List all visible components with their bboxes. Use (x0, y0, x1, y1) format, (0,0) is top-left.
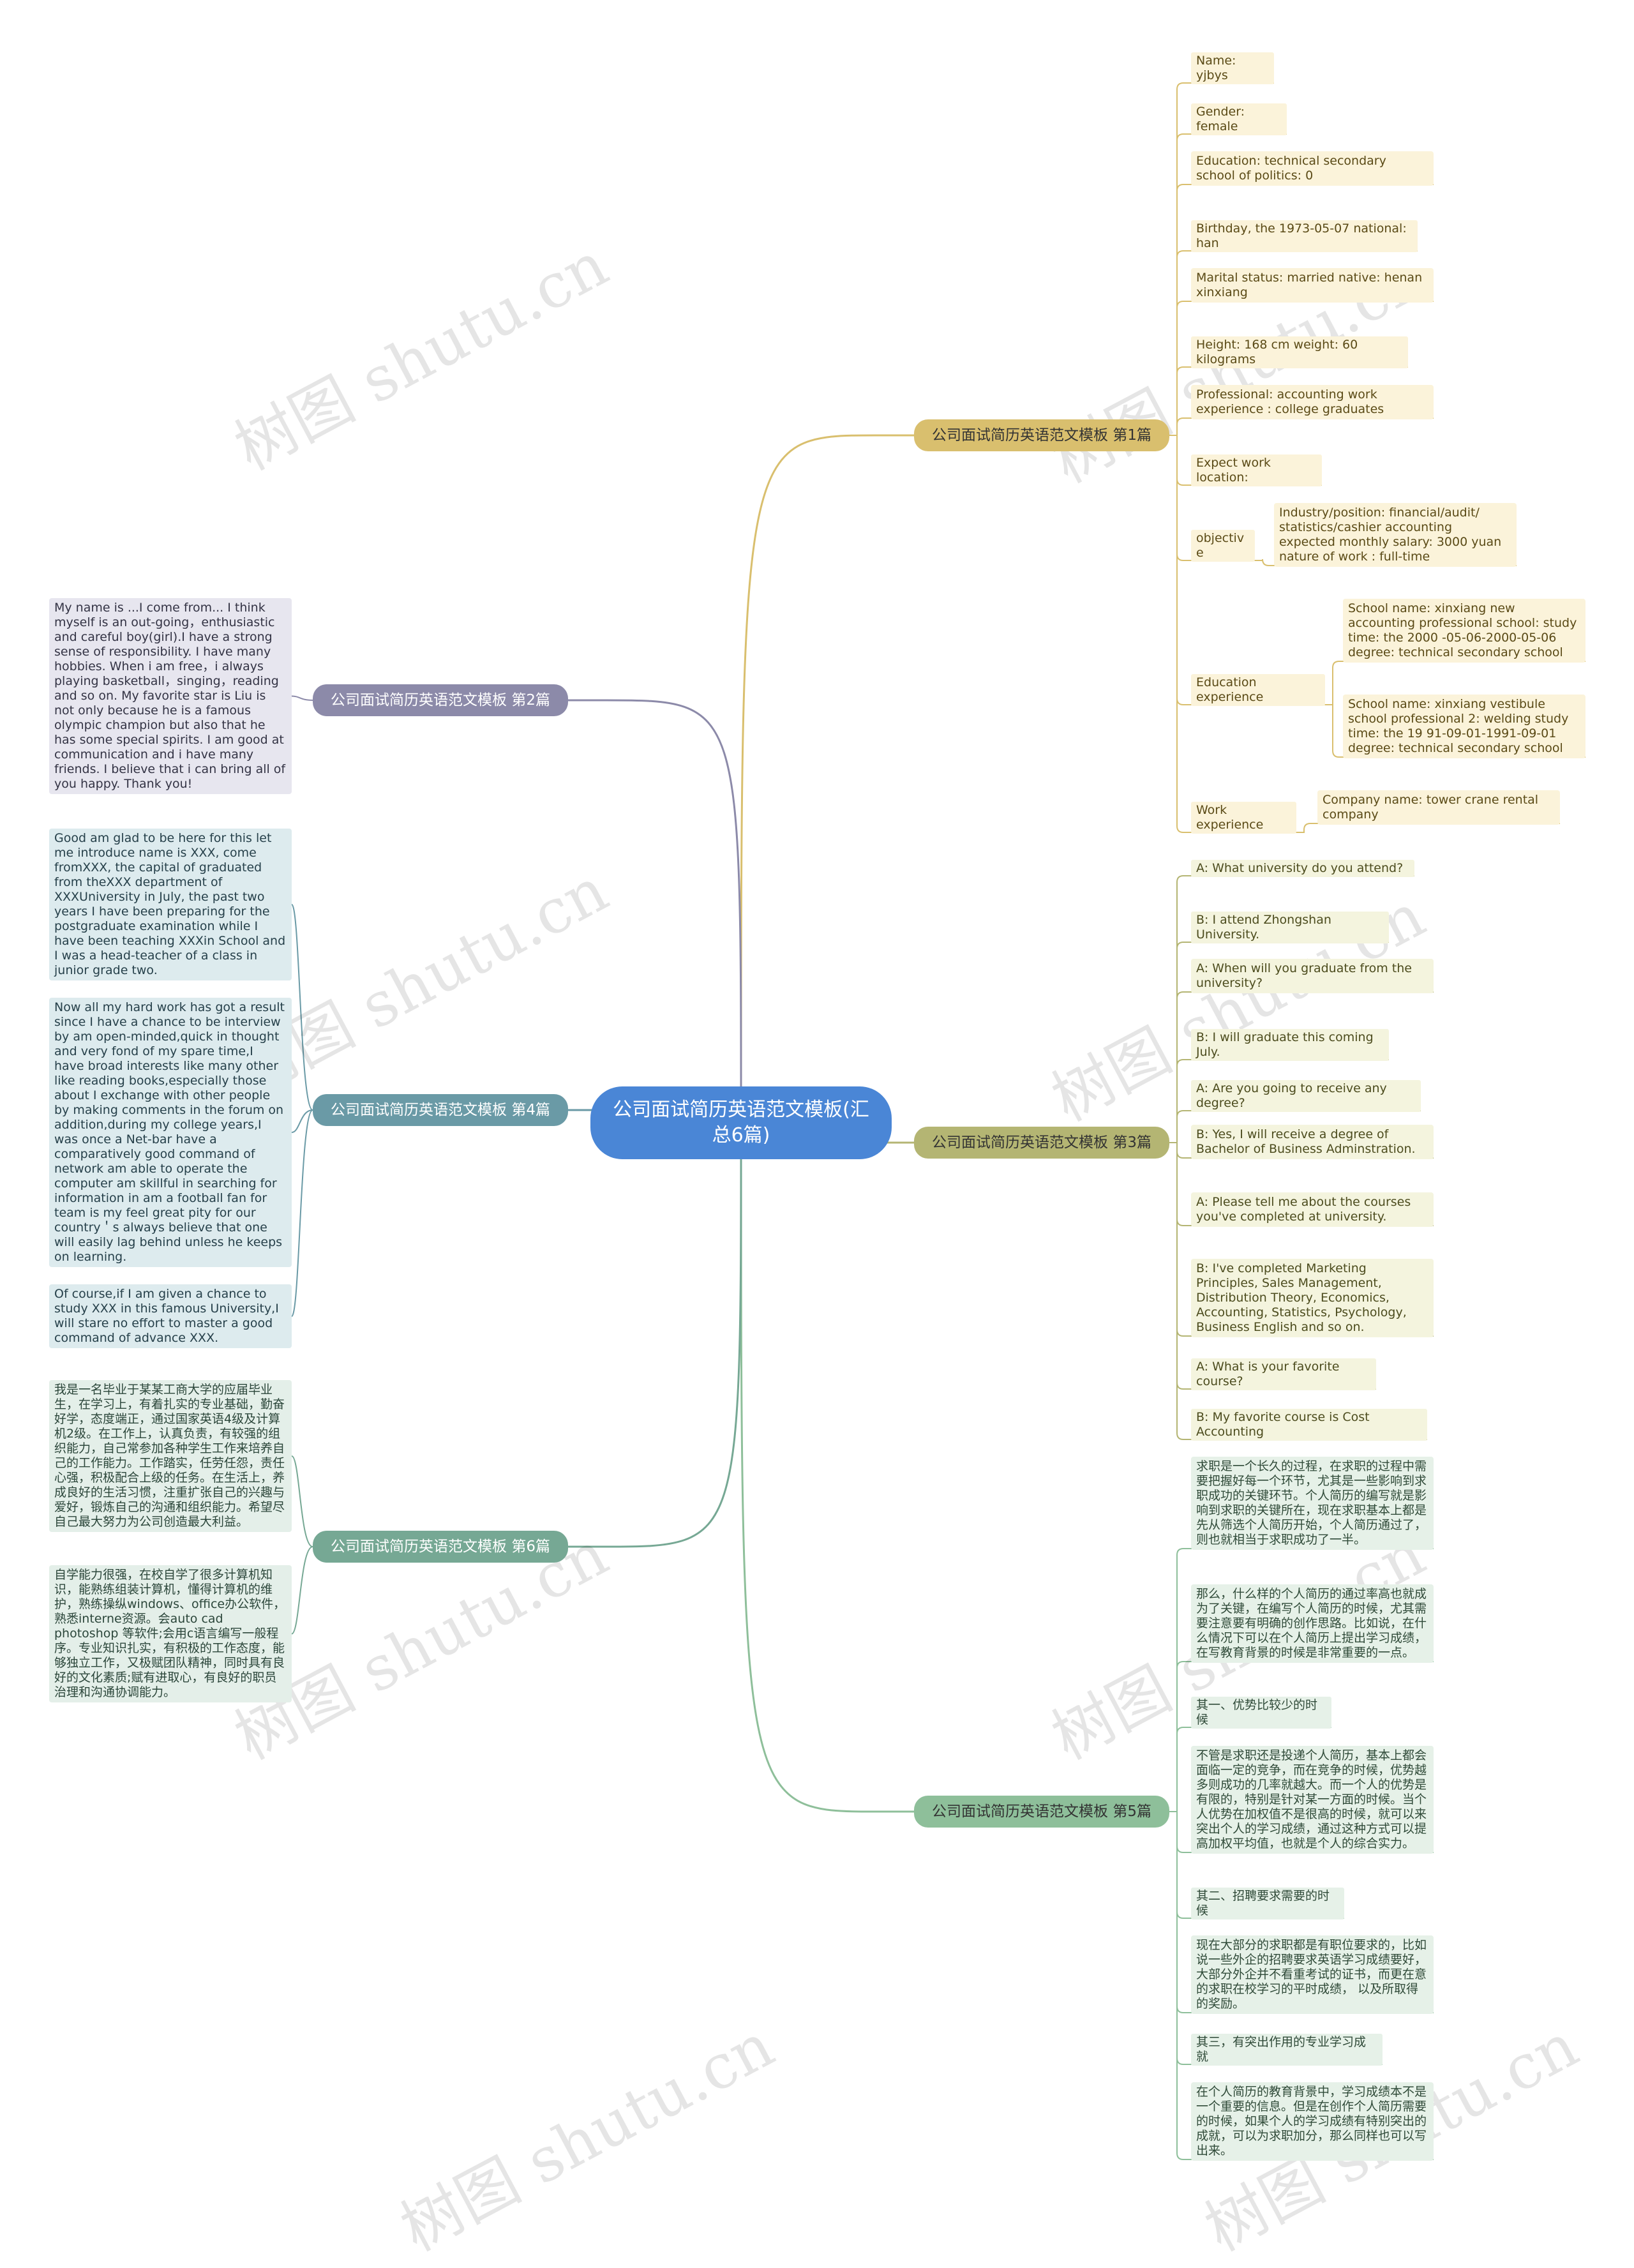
connector (740, 434, 914, 1123)
b3-dialog-line[interactable]: A: What university do you attend? (1191, 860, 1414, 877)
connector (1169, 435, 1296, 833)
b3-dialog-line[interactable]: A: When will you graduate from the unive… (1191, 959, 1434, 993)
b1-item-name[interactable]: Name: yjbys (1191, 52, 1274, 84)
connector (291, 695, 313, 701)
b3-dialog-line[interactable]: B: I will graduate this coming July. (1191, 1029, 1389, 1061)
b3-dialog-line[interactable]: A: Please tell me about the courses you'… (1191, 1192, 1434, 1227)
b1-work-detail[interactable]: Company name: tower crane rental company (1317, 790, 1560, 825)
connector (1169, 417, 1434, 436)
branch-2[interactable]: 公司面试简历英语范文模板 第2篇 (313, 684, 568, 716)
b5-heading[interactable]: 其一、优势比较少的时候 (1191, 1697, 1331, 1729)
b5-paragraph[interactable]: 不管是求职还是投递个人简历，基本上都会面临一定的竞争，而在竞争的时候，优势越多则… (1191, 1746, 1434, 1854)
b1-item-marital[interactable]: Marital status: married native: henan xi… (1191, 268, 1434, 303)
connector (568, 1122, 742, 1548)
b1-item-education[interactable]: Education: technical secondary school of… (1191, 151, 1434, 186)
connector (1169, 991, 1434, 1143)
connector (1169, 942, 1389, 1143)
connector (1325, 704, 1585, 758)
branch-4[interactable]: 公司面试简历英语范文模板 第4篇 (313, 1094, 568, 1126)
b6-paragraph[interactable]: 我是一名毕业于某某工商大学的应届毕业生，在学习上，有着扎实的专业基础，勤奋好学，… (49, 1380, 292, 1532)
b1-item-education-experience[interactable]: Education experience (1191, 674, 1325, 706)
b1-item-height[interactable]: Height: 168 cm weight: 60 kilograms (1191, 336, 1408, 368)
b1-item-gender[interactable]: Gender: female (1191, 103, 1287, 135)
b5-paragraph[interactable]: 在个人简历的教育背景中，学习成绩本不是一个重要的信息。但是在创作个人简历需要的时… (1191, 2082, 1434, 2161)
branch-3[interactable]: 公司面试简历英语范文模板 第3篇 (914, 1127, 1169, 1159)
connector (740, 1122, 914, 1813)
b4-paragraph[interactable]: Good am glad to be here for this let me … (49, 829, 292, 980)
b1-item-professional[interactable]: Professional: accounting work experience… (1191, 385, 1434, 419)
connector (291, 904, 313, 1111)
connector (1325, 661, 1585, 705)
connector (568, 699, 742, 1123)
b1-item-location[interactable]: Expect work location: (1191, 454, 1322, 486)
connector (1169, 875, 1414, 1143)
connector (1169, 301, 1434, 436)
connector (1169, 1727, 1331, 1812)
connector (291, 1109, 313, 1133)
root-node[interactable]: 公司面试简历英语范文模板(汇总6篇) (590, 1086, 892, 1159)
connector (1169, 133, 1287, 436)
connector (1169, 250, 1418, 436)
b1-item-objective[interactable]: objective (1191, 530, 1255, 562)
b4-paragraph[interactable]: Now all my hard work has got a result si… (49, 998, 292, 1267)
branch-1[interactable]: 公司面试简历英语范文模板 第1篇 (914, 419, 1169, 451)
b3-dialog-line[interactable]: B: I've completed Marketing Principles, … (1191, 1259, 1434, 1337)
connector (1169, 1110, 1421, 1143)
connector-lines (291, 82, 1585, 2160)
connector (291, 1455, 313, 1547)
branch-5[interactable]: 公司面试简历英语范文模板 第5篇 (914, 1796, 1169, 1828)
connector (1169, 1811, 1434, 2160)
connector (1255, 559, 1517, 566)
b5-heading[interactable]: 其三，有突出作用的专业学习成就 (1191, 2034, 1383, 2066)
connector (1169, 1059, 1389, 1143)
connector (1169, 1142, 1427, 1440)
b2-paragraph[interactable]: My name is ...I come from... I think mys… (49, 598, 292, 794)
connector (291, 1109, 313, 1317)
connector (1169, 1548, 1434, 1812)
b1-item-birthday[interactable]: Birthday, the 1973-05-07 national: han (1191, 220, 1418, 252)
b3-dialog-line[interactable]: B: Yes, I will receive a degree of Bache… (1191, 1125, 1434, 1159)
b6-paragraph[interactable]: 自学能力很强，在校自学了很多计算机知识，能熟练组装计算机，懂得计算机的维护，熟练… (49, 1565, 292, 1702)
b5-paragraph[interactable]: 求职是一个长久的过程，在求职的过程中需要把握好每一个环节，尤其是一些影响到求职成… (1191, 1457, 1434, 1550)
connector (1169, 366, 1408, 436)
b4-paragraph[interactable]: Of course,if I am given a chance to stud… (49, 1284, 292, 1348)
b3-dialog-line[interactable]: A: What is your favorite course? (1191, 1358, 1376, 1390)
b1-edu-2[interactable]: School name: xinxiang vestibule school p… (1343, 695, 1585, 758)
b1-item-work-experience[interactable]: Work experience (1191, 802, 1296, 834)
b5-heading[interactable]: 其二、招聘要求需要的时候 (1191, 1888, 1344, 1919)
connector (291, 1546, 313, 1635)
b5-paragraph[interactable]: 现在大部分的求职都是有职位要求的，比如说一些外企的招聘要求英语学习成绩要好，大部… (1191, 1935, 1434, 2014)
connector (1169, 1661, 1434, 1812)
b3-dialog-line[interactable]: B: I attend Zhongshan University. (1191, 912, 1389, 943)
connector (1169, 184, 1434, 436)
b3-dialog-line[interactable]: B: My favorite course is Cost Accounting (1191, 1409, 1427, 1441)
connector (1296, 823, 1560, 833)
connector (1169, 82, 1274, 436)
b5-paragraph[interactable]: 那么，什么样的个人简历的通过率高也就成为了关键，在编写个人简历的时候，尤其需要注… (1191, 1584, 1434, 1663)
b3-dialog-line[interactable]: A: Are you going to receive any degree? (1191, 1080, 1421, 1112)
b1-edu-1[interactable]: School name: xinxiang new accounting pro… (1343, 599, 1585, 663)
b1-objective-detail[interactable]: Industry/position: financial/audit/ stat… (1274, 503, 1517, 567)
branch-6[interactable]: 公司面试简历英语范文模板 第6篇 (313, 1531, 568, 1563)
